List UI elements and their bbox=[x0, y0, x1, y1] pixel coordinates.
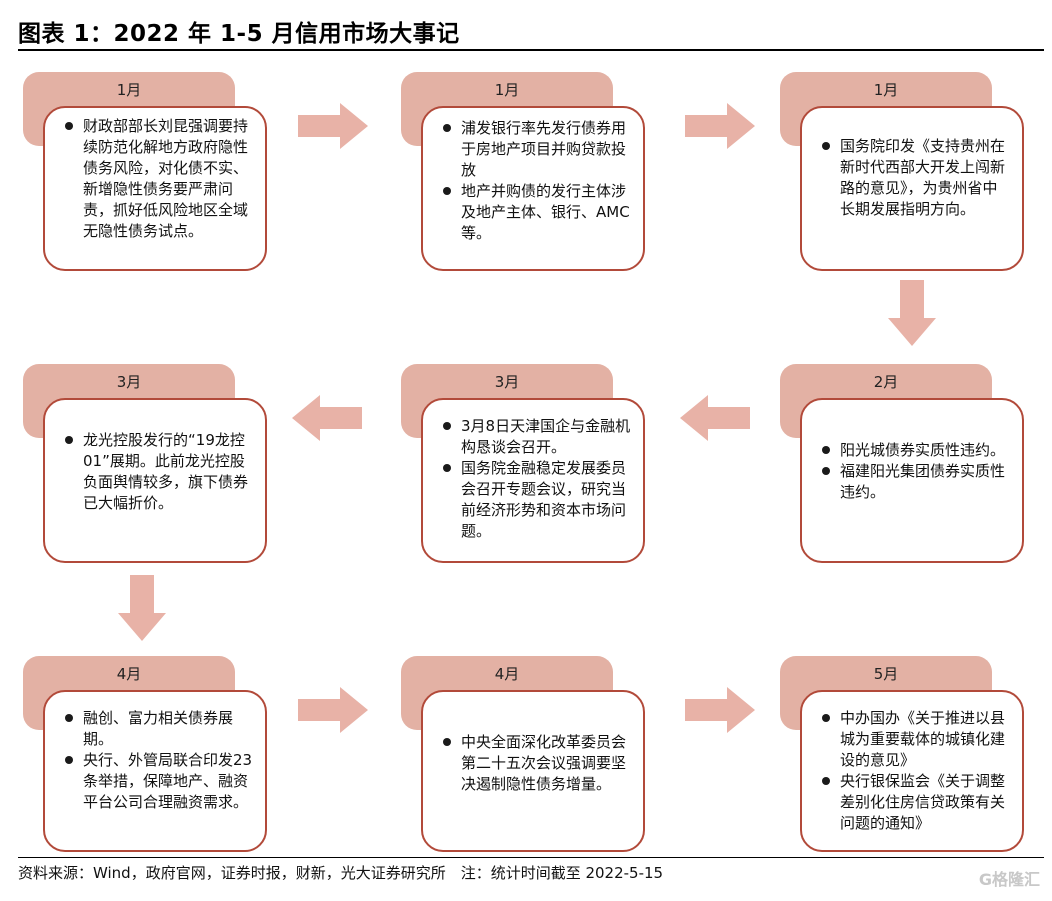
title-rule bbox=[18, 49, 1044, 51]
event-item: 福建阳光集团债券实质性违约。 bbox=[818, 461, 1010, 503]
event-item: 国务院金融稳定发展委员会召开专题会议，研究当前经济形势和资本市场问题。 bbox=[439, 458, 631, 542]
event-card: 财政部部长刘昆强调要持续防范化解地方政府隐性债务风险，对化债不实、新增隐性债务要… bbox=[43, 106, 267, 271]
event-card: 3月8日天津国企与金融机构恳谈会召开。 国务院金融稳定发展委员会召开专题会议，研… bbox=[421, 398, 645, 563]
event-month: 3月 bbox=[494, 373, 520, 391]
event-card: 阳光城债券实质性违约。 福建阳光集团债券实质性违约。 bbox=[800, 398, 1024, 563]
event-card: 中央全面深化改革委员会第二十五次会议强调要坚决遏制隐性债务增量。 bbox=[421, 690, 645, 852]
event-item: 央行、外管局联合印发23条举措，保障地产、融资平台公司合理融资需求。 bbox=[61, 750, 253, 813]
event-month: 1月 bbox=[116, 81, 142, 99]
arrow-down-icon bbox=[118, 575, 166, 641]
event-item: 融创、富力相关债券展期。 bbox=[61, 708, 253, 750]
arrow-left-icon bbox=[292, 395, 362, 441]
arrow-right-icon bbox=[298, 103, 368, 149]
event-month: 5月 bbox=[873, 665, 899, 683]
event-month: 4月 bbox=[116, 665, 142, 683]
source-note: 资料来源：Wind，政府官网，证券时报，财新，光大证券研究所 注：统计时间截至 … bbox=[18, 864, 664, 882]
arrow-down-icon bbox=[888, 280, 936, 346]
event-item: 阳光城债券实质性违约。 bbox=[818, 440, 1010, 461]
arrow-right-icon bbox=[685, 103, 755, 149]
source-rule bbox=[18, 857, 1044, 858]
event-item: 地产并购债的发行主体涉及地产主体、银行、AMC等。 bbox=[439, 181, 631, 244]
event-month: 1月 bbox=[873, 81, 899, 99]
event-month: 2月 bbox=[873, 373, 899, 391]
arrow-left-icon bbox=[680, 395, 750, 441]
event-card: 龙光控股发行的“19龙控01”展期。此前龙光控股负面舆情较多，旗下债券已大幅折价… bbox=[43, 398, 267, 563]
event-month: 4月 bbox=[494, 665, 520, 683]
event-card: 中办国办《关于推进以县城为重要载体的城镇化建设的意见》 央行银保监会《关于调整差… bbox=[800, 690, 1024, 852]
event-month: 1月 bbox=[494, 81, 520, 99]
event-item: 国务院印发《支持贵州在新时代西部大开发上闯新路的意见》，为贵州省中长期发展指明方… bbox=[818, 136, 1010, 220]
event-card: 融创、富力相关债券展期。 央行、外管局联合印发23条举措，保障地产、融资平台公司… bbox=[43, 690, 267, 852]
event-card: 浦发银行率先发行债券用于房地产项目并购贷款投放 地产并购债的发行主体涉及地产主体… bbox=[421, 106, 645, 271]
event-item: 3月8日天津国企与金融机构恳谈会召开。 bbox=[439, 416, 631, 458]
event-card: 国务院印发《支持贵州在新时代西部大开发上闯新路的意见》，为贵州省中长期发展指明方… bbox=[800, 106, 1024, 271]
event-item: 财政部部长刘昆强调要持续防范化解地方政府隐性债务风险，对化债不实、新增隐性债务要… bbox=[61, 116, 253, 242]
event-item: 中央全面深化改革委员会第二十五次会议强调要坚决遏制隐性债务增量。 bbox=[439, 732, 631, 795]
event-item: 中办国办《关于推进以县城为重要载体的城镇化建设的意见》 bbox=[818, 708, 1010, 771]
event-item: 央行银保监会《关于调整差别化住房信贷政策有关问题的通知》 bbox=[818, 771, 1010, 834]
event-item: 龙光控股发行的“19龙控01”展期。此前龙光控股负面舆情较多，旗下债券已大幅折价… bbox=[61, 430, 253, 514]
arrow-right-icon bbox=[298, 687, 368, 733]
event-item: 浦发银行率先发行债券用于房地产项目并购贷款投放 bbox=[439, 118, 631, 181]
arrow-right-icon bbox=[685, 687, 755, 733]
watermark-logo: G格隆汇 bbox=[978, 870, 1040, 889]
event-month: 3月 bbox=[116, 373, 142, 391]
page-title: 图表 1：2022 年 1-5 月信用市场大事记 bbox=[18, 21, 460, 47]
